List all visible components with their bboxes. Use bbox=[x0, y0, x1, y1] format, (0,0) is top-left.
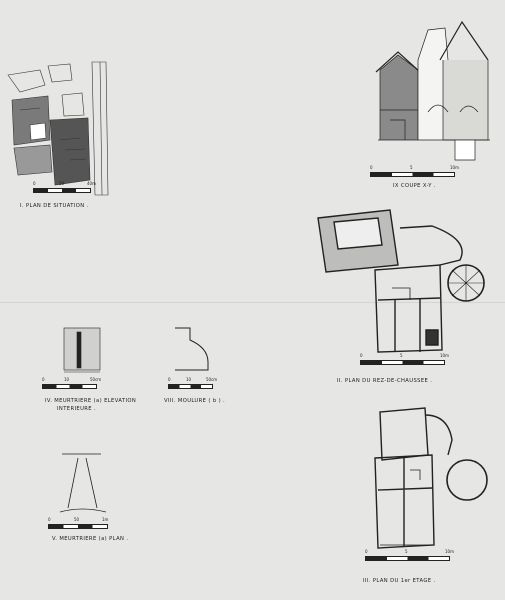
first-scale-end: 10m bbox=[445, 549, 454, 554]
caption-plan-situation: I. PLAN DE SITUATION . bbox=[20, 203, 89, 209]
section-scale-0: 0 bbox=[370, 165, 373, 170]
first-scale-0: 0 bbox=[365, 549, 368, 554]
caption-elevation-line1: IV. MEURTRIERE (a) ELEVATION bbox=[45, 398, 137, 404]
elevation-scale-mid: 10 bbox=[64, 377, 70, 382]
caption-meurtriere-plan: V. MEURTRIERE (a) PLAN . bbox=[52, 536, 129, 542]
first-scale-mid: 5 bbox=[405, 549, 408, 554]
first-floor-scale: 0 5 10m bbox=[365, 549, 454, 561]
ground-floor-scale: 0 5 10m bbox=[360, 353, 449, 365]
site-scale-end: 40m bbox=[87, 181, 96, 186]
elevation-scale: 0 10 50cm bbox=[42, 377, 101, 389]
caption-coupe: IX COUPE X-Y . bbox=[393, 183, 436, 189]
elevation-scale-0: 0 bbox=[42, 377, 45, 382]
elevation-scale-end: 50cm bbox=[90, 377, 102, 382]
ground-scale-mid: 5 bbox=[400, 353, 403, 358]
site-plan-scale: 0 20 40m bbox=[33, 181, 96, 193]
plan-scale-0: 0 bbox=[48, 517, 51, 522]
section-scale-end: 10m bbox=[450, 165, 459, 170]
plan-scale-mid: 50 bbox=[74, 517, 80, 522]
caption-moulure: VIII. MOULURE ( b ) . bbox=[164, 398, 226, 404]
section-scale: 0 5 10m bbox=[370, 165, 459, 177]
ground-scale-0: 0 bbox=[360, 353, 363, 358]
sheet-fold-line bbox=[0, 302, 505, 303]
ground-scale-end: 10m bbox=[440, 353, 449, 358]
site-scale-mid: 20 bbox=[59, 181, 65, 186]
moulding-scale-mid: 10 bbox=[186, 377, 192, 382]
moulding-scale: 0 10 50cm bbox=[168, 377, 217, 389]
site-scale-0: 0 bbox=[33, 181, 36, 186]
caption-premier-etage: III. PLAN DU 1er ETAGE . bbox=[363, 578, 436, 584]
loophole-plan-scale: 0 50 1m bbox=[48, 517, 108, 529]
caption-elevation-line2: INTERIEURE . bbox=[57, 406, 97, 412]
moulding-scale-end: 50cm bbox=[206, 377, 218, 382]
section-scale-mid: 5 bbox=[410, 165, 413, 170]
caption-rez-de-chaussee: II. PLAN DU REZ-DE-CHAUSSEE . bbox=[337, 378, 433, 384]
moulding-scale-0: 0 bbox=[168, 377, 171, 382]
plan-scale-end: 1m bbox=[102, 517, 109, 522]
